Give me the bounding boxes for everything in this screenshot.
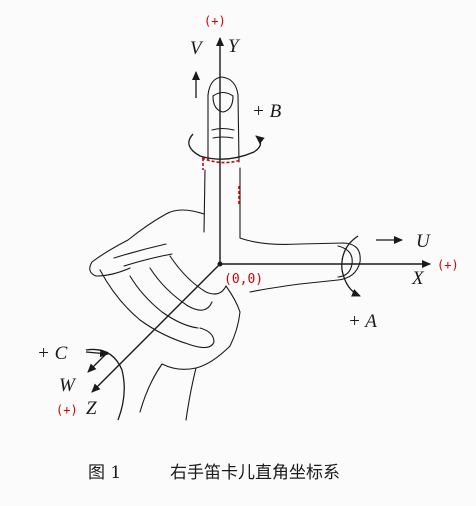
joint-highlight bbox=[201, 157, 242, 205]
label-y-positive: (+) bbox=[204, 14, 226, 28]
index-finger-outline bbox=[207, 76, 240, 163]
folded-finger-4 bbox=[169, 255, 227, 295]
label-v-axis: V bbox=[190, 38, 204, 59]
label-y-axis: Y bbox=[228, 36, 241, 57]
wrist bbox=[139, 363, 197, 421]
label-origin: (0,0) bbox=[224, 272, 263, 287]
axes bbox=[91, 37, 431, 393]
origin-dot bbox=[217, 261, 223, 267]
palm-left bbox=[89, 209, 205, 277]
label-x-axis: X bbox=[411, 268, 425, 289]
c-rotation-tip bbox=[85, 349, 109, 358]
label-c-rotation: + C bbox=[37, 343, 68, 364]
folded-finger-1 bbox=[99, 269, 215, 349]
palm-crease bbox=[113, 243, 173, 267]
palm-lower bbox=[161, 285, 241, 370]
label-w-axis: W bbox=[59, 375, 77, 396]
z-axis-line bbox=[91, 263, 221, 393]
label-u-axis: U bbox=[416, 231, 431, 252]
label-z-axis: Z bbox=[86, 398, 97, 419]
label-b-rotation: + B bbox=[252, 101, 282, 122]
caption-title: 右手笛卡儿直角坐标系 bbox=[170, 463, 340, 483]
w-arrow bbox=[87, 351, 109, 373]
hand-sketch bbox=[89, 76, 361, 421]
folded-finger-3 bbox=[149, 267, 213, 311]
label-x-positive: (+) bbox=[437, 258, 459, 272]
rotation-arrows bbox=[85, 133, 361, 421]
index-lower bbox=[203, 167, 241, 239]
knuckle-lines bbox=[211, 127, 235, 139]
label-z-positive: (+) bbox=[56, 403, 78, 417]
label-a-rotation: + A bbox=[348, 311, 377, 332]
folded-finger-2 bbox=[129, 275, 199, 329]
fingernail bbox=[212, 91, 234, 113]
a-rotation-arc bbox=[341, 235, 361, 297]
caption-figure-number: 图 1 bbox=[88, 463, 121, 483]
thumb-outline bbox=[239, 237, 361, 293]
b-rotation-arc bbox=[188, 133, 265, 160]
